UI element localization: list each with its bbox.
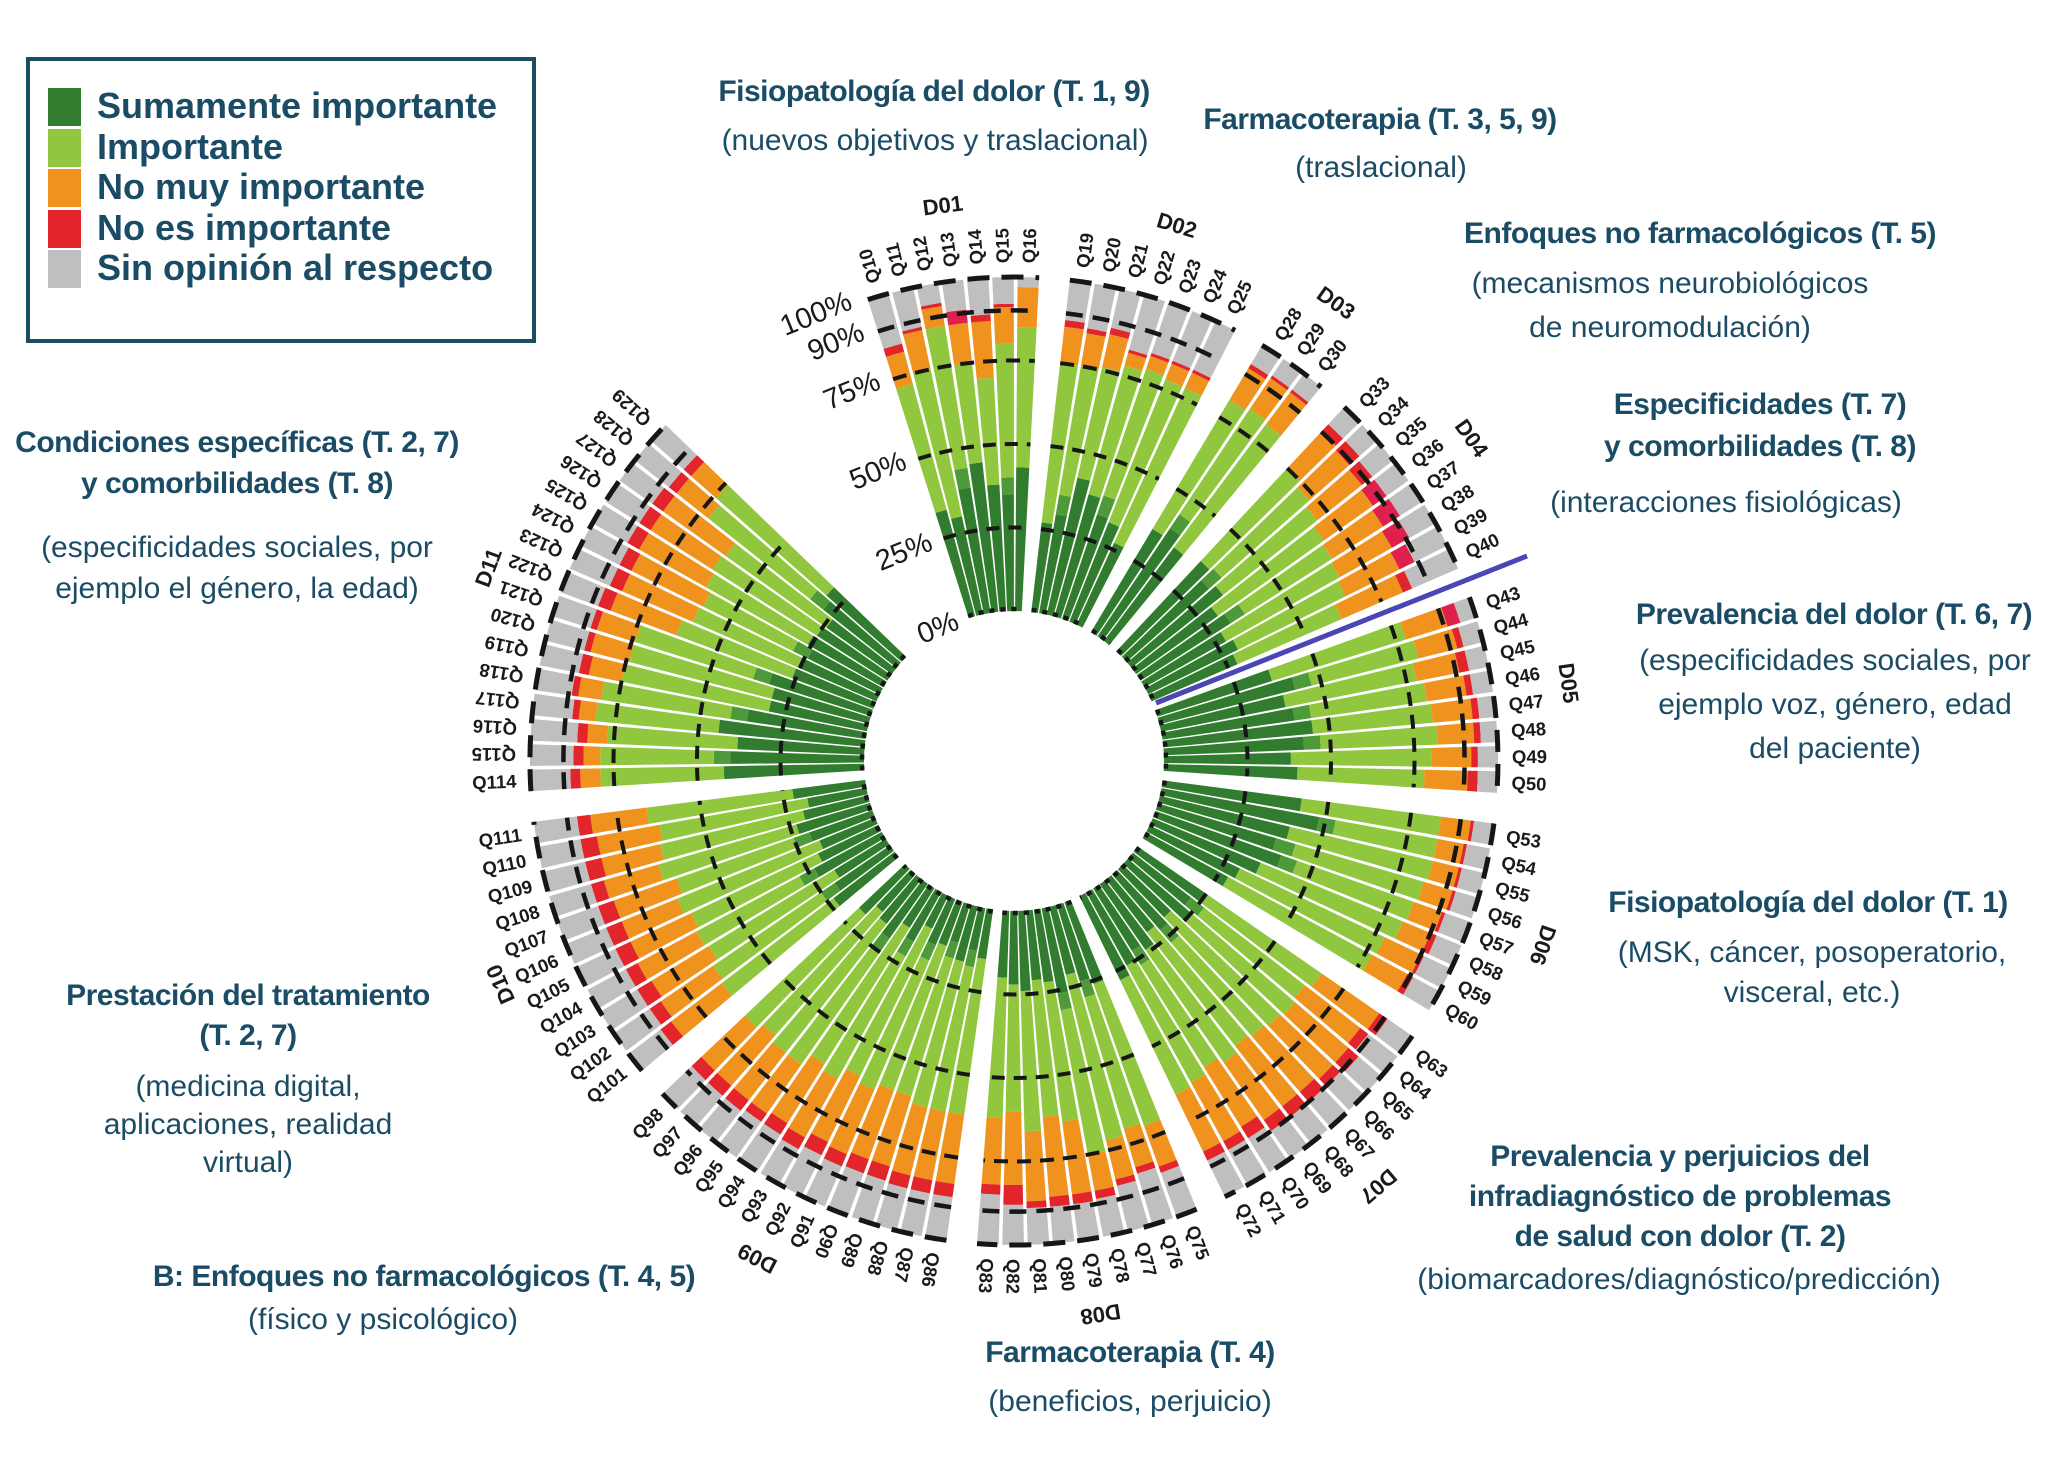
- svg-text:Q81: Q81: [1029, 1258, 1052, 1294]
- svg-text:D05: D05: [1553, 661, 1583, 704]
- svg-text:Q15: Q15: [991, 228, 1013, 263]
- svg-text:Q82: Q82: [1003, 1259, 1024, 1294]
- svg-text:Q13: Q13: [936, 231, 961, 268]
- svg-text:Q114: Q114: [472, 770, 518, 793]
- svg-text:Q53: Q53: [1505, 826, 1543, 852]
- svg-text:Q16: Q16: [1018, 228, 1040, 264]
- svg-text:D08: D08: [1079, 1299, 1123, 1330]
- svg-text:Q49: Q49: [1512, 746, 1547, 767]
- svg-text:Q50: Q50: [1511, 772, 1547, 795]
- svg-text:Q80: Q80: [1055, 1255, 1079, 1292]
- svg-text:Q83: Q83: [975, 1258, 998, 1294]
- svg-text:Q14: Q14: [964, 228, 988, 265]
- svg-text:Q47: Q47: [1508, 690, 1545, 715]
- svg-text:D01: D01: [921, 191, 964, 221]
- svg-text:Q19: Q19: [1072, 232, 1098, 270]
- svg-text:Q115: Q115: [472, 744, 517, 766]
- svg-text:Q116: Q116: [472, 716, 518, 740]
- svg-text:Q117: Q117: [474, 687, 520, 713]
- svg-text:Q48: Q48: [1510, 718, 1546, 741]
